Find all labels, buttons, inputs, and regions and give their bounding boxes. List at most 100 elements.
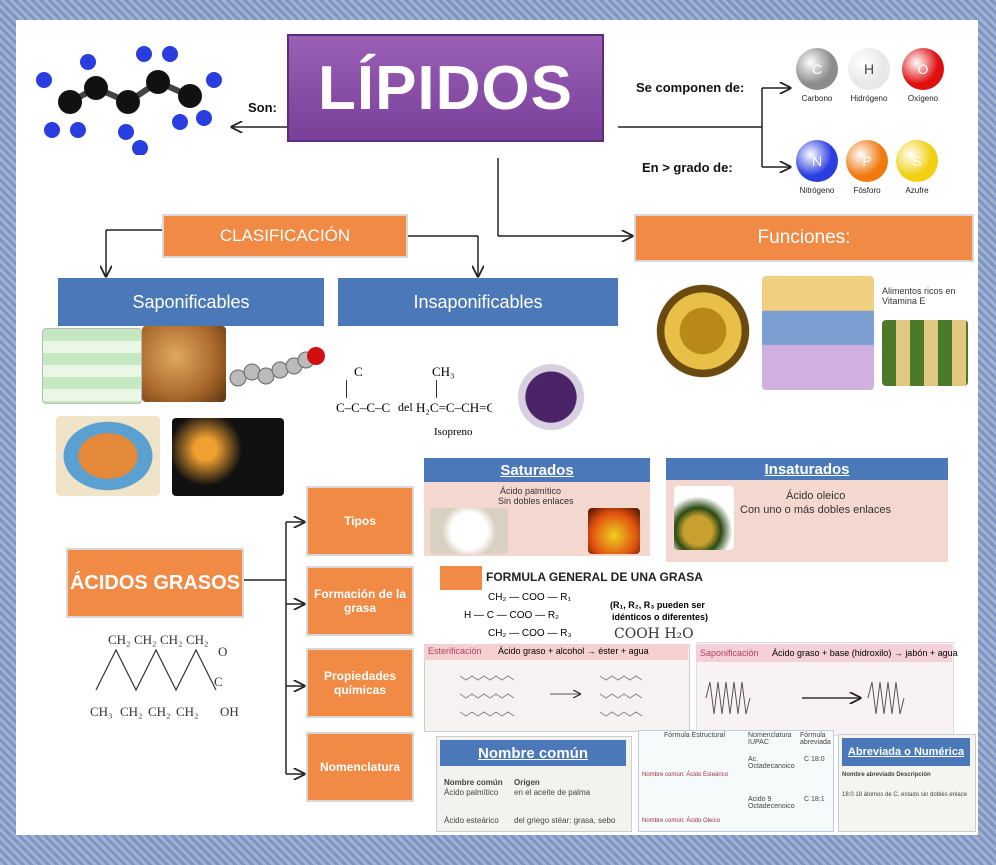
category-box-3: Propiedades químicas [306,648,414,718]
nombre-comun-title: Nombre común [440,740,626,766]
atom-h: H [848,48,890,90]
insaturados-line2: Con uno o más dobles enlaces [740,504,892,516]
formula-general-note2: idénticos o diferentes) [612,612,709,622]
atom-caption-p: Fósforo [853,186,881,195]
adipose-cell-image [650,276,756,386]
atom-caption-n: Nitrógeno [799,186,835,195]
svg-text:CH₂: CH₂ [148,704,171,719]
vitamin-e-label: Alimentos ricos en Vitamina E [882,286,956,306]
vitamin-e-foods-image [882,320,968,386]
saponificables-box: Saponificables [58,278,324,326]
svg-text:O: O [218,644,227,659]
svg-text:C: C [214,674,223,689]
category-box-1: Tipos [306,486,414,556]
membrane-photo-image [142,326,226,402]
iupac-row1-name: Ac. Octadecanoico [748,756,795,770]
iupac-row2-common: Nombre común: Ácido Oleico [642,818,721,824]
abreviada-title: Abreviada o Numérica [842,738,970,766]
phospholipid-diagram-image [42,328,142,404]
formula-general-row1: CH₂ — COO — R₁ [488,592,571,603]
neuron-image [172,418,284,496]
saponificacion-title: Saponificación [700,648,759,658]
abreviada-subtitle: Nombre abreviado Descripción [842,772,931,778]
atom-caption-s: Azufre [905,186,929,195]
iupac-row1-common: Nombre común: Ácido Esteárico [642,772,729,778]
formula-right: H₂C=C–CH=CH₂ [416,400,510,415]
nombre-comun-r2c1: Ácido esteárico [444,816,499,825]
atom-caption-h: Hidrógeno [850,94,888,103]
formula-left: C–C–C–C [336,400,391,415]
saponificacion-diagram [705,681,905,715]
iupac-row1-abbrev: C 18:0 [804,756,825,763]
formula-general-row2: H — C — COO — R₂ [464,610,559,621]
svg-text:OH: OH [220,704,239,719]
svg-text:CH₂: CH₂ [134,632,157,647]
atom-caption-o: Oxígeno [907,94,939,103]
atom-caption-c: Carbono [801,94,833,103]
iupac-row2-name: Acido 9 Octadecenoico [748,796,795,810]
formula-del: del [398,400,413,414]
iupac-row2-abbrev: C 18:1 [804,796,825,803]
se-componen-label: Se componen de: [636,80,745,95]
svg-text:CH₂: CH₂ [160,632,183,647]
saturados-title: Saturados [424,458,650,482]
funciones-box: Funciones: [634,214,974,262]
fire-image [588,508,640,554]
formula-ch3-top: CH₃ [432,364,455,379]
abreviada-row: 18:0 18 átomos de C, estado sin dobles e… [842,792,968,798]
nombre-comun-col2: Origen [514,778,540,787]
nombre-comun-r1c1: Ácido palmítico [444,788,499,797]
nombre-comun-r1c2: en el aceite de palma [514,788,591,797]
main-title: LÍPIDOS [287,34,604,142]
acidos-grasos-box: ÁCIDOS GRASOS [66,548,244,618]
svg-text:CH₂: CH₂ [108,632,131,647]
formula-general-note1: (R₁, R₂, R₃ pueden ser [610,600,705,610]
formula-bond-1 [346,380,347,398]
saponificacion-header [696,644,952,662]
formula-name: Isopreno [434,426,473,438]
atom-c: C [796,48,838,90]
atom-s: S [896,140,938,182]
formula-general-handwritten: COOH H₂O [614,626,694,642]
cell-membrane-image [762,276,874,390]
saturados-line1: Ácido palmítico [500,486,562,496]
insaturados-line1: Ácido oleico [786,490,846,502]
svg-text:CH₂: CH₂ [176,704,199,719]
steroid-foods-image [492,352,610,434]
butane-molecule-image [36,46,222,155]
iupac-table [638,730,834,832]
nombre-comun-r2c2: del griego stéar: grasa, sebo [514,816,616,825]
atom-o: O [902,48,944,90]
atom-n: N [796,140,838,182]
saturados-line2: Sin dobles enlaces [498,496,574,506]
formula-general-marker [440,566,482,590]
esterificacion-equation: Ácido graso + alcohol → éster + agua [498,646,649,656]
esterificacion-header [424,644,688,660]
iupac-header-abbrev: Fórmula abreviada [800,732,831,746]
atom-p: P [846,140,888,182]
formula-c-top: C [354,364,363,379]
fatty-chain-model-image [229,347,325,387]
insaponificables-box: Insaponificables [338,278,618,326]
esterificacion-title: Esterificación [428,646,482,656]
mitochondria-image [56,416,160,496]
svg-text:CH₃: CH₃ [90,704,113,719]
olive-oil-image [674,486,734,550]
butter-image [430,508,508,554]
category-box-4: Nomenclatura [306,732,414,802]
son-label: Son: [248,100,277,115]
clasificacion-box: CLASIFICACIÓN [162,214,408,258]
formula-general-title: FORMULA GENERAL DE UNA GRASA [486,570,703,584]
esterificacion-diagram [459,675,643,717]
nombre-comun-col1: Nombre común [444,778,503,787]
category-box-2: Formación de la grasa [306,566,414,636]
iupac-header-structure: Fórmula Estructural [664,732,726,739]
formula-bond-2 [436,380,437,398]
formula-general-row3: CH₂ — COO — R₃ [488,628,572,639]
en-grado-label: En > grado de: [642,160,733,175]
insaturados-title: Insaturados [666,458,948,480]
svg-text:CH₂: CH₂ [120,704,143,719]
saponificacion-equation: Ácido graso + base (hidroxilo) → jabón +… [772,648,958,658]
